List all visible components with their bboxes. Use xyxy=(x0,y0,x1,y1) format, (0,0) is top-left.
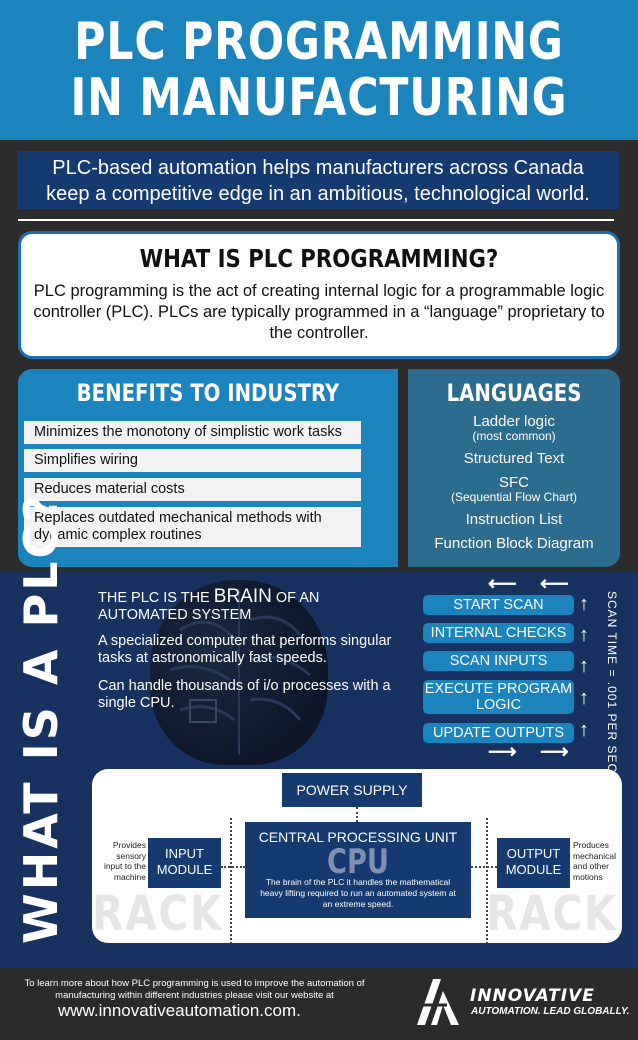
header-banner: PLC PROGRAMMING IN MANUFACTURING xyxy=(0,0,638,140)
divider-line xyxy=(230,818,232,944)
scan-time-label: SCAN TIME = .001 PER SEC xyxy=(601,591,621,773)
cpu-title: CENTRAL PROCESSING UNIT xyxy=(258,829,458,845)
brand-tagline: AUTOMATION. LEAD GLOBALLY. xyxy=(471,1006,630,1017)
arrow-left-icon: ⟵ xyxy=(540,573,569,595)
connector-line xyxy=(221,866,245,868)
brain-heading-post: OF AN AUTOMATED SYSTEM xyxy=(98,590,320,623)
language-item: Ladder logic xyxy=(473,413,555,430)
divider xyxy=(18,219,614,221)
scan-time-text: SCAN TIME = .001 PER SEC xyxy=(605,591,619,774)
footer-text: To learn more about how PLC programming … xyxy=(24,978,365,1001)
innovative-logo-icon xyxy=(413,975,463,1029)
page-title: PLC PROGRAMMING IN MANUFACTURING xyxy=(57,0,580,126)
languages-title: LANGUAGES xyxy=(446,379,582,407)
rack-watermark: RACK xyxy=(486,886,618,942)
benefits-title: BENEFITS TO INDUSTRY xyxy=(76,379,340,407)
footer xyxy=(0,968,638,1040)
input-description: Provides sensory input to the machine xyxy=(103,840,146,882)
language-item: Instruction List xyxy=(465,511,563,528)
arrow-up-icon: ↑ xyxy=(579,687,589,709)
output-description: Produces mechanical and other motions xyxy=(573,840,616,882)
what-is-a-plc-title: WHAT IS A PLC? xyxy=(14,491,68,944)
languages-panel: LANGUAGES Ladder logic (most common) Str… xyxy=(408,369,620,567)
plc-point-2: Can handle thousands of i/o processes wi… xyxy=(98,678,391,711)
plc-point-1: A specialized computer that performs sin… xyxy=(98,633,392,666)
output-module: OUTPUT MODULE xyxy=(497,838,570,888)
brand-name: INNOVATIVE xyxy=(470,986,595,1006)
connector-line xyxy=(471,866,497,868)
scan-step: SCAN INPUTS xyxy=(423,651,574,671)
what-is-title: WHAT IS PLC PROGRAMMING? xyxy=(139,244,499,273)
scan-step: UPDATE OUTPUTS xyxy=(423,723,574,743)
intro-banner: PLC-based automation helps manufacturers… xyxy=(17,151,619,209)
what-is-box: WHAT IS PLC PROGRAMMING? PLC programming… xyxy=(18,231,620,359)
cpu-box: CENTRAL PROCESSING UNIT CPU The brain of… xyxy=(245,822,471,918)
arrow-up-icon: ↑ xyxy=(579,624,589,646)
cpu-description: The brain of the PLC it handles the math… xyxy=(260,877,456,909)
language-item: Structured Text xyxy=(463,450,565,467)
title-line-2: IN MANUFACTURING xyxy=(70,68,568,128)
scan-step: EXECUTE PROGRAM LOGIC xyxy=(423,680,574,714)
intro-line-2: keep a competitive edge in an ambitious,… xyxy=(46,183,590,205)
website-link[interactable]: www.innovativeautomation.com. xyxy=(58,1001,301,1020)
benefit-item: Reduces material costs xyxy=(24,478,361,501)
arrow-up-icon: ↑ xyxy=(579,655,589,677)
connector-line xyxy=(356,807,358,822)
rack-watermark: RACK xyxy=(92,886,224,942)
brain-heading-pre: THE PLC IS THE xyxy=(98,590,214,606)
power-supply-box: POWER SUPPLY xyxy=(282,773,422,807)
scan-step: INTERNAL CHECKS xyxy=(423,623,574,643)
benefit-item: Minimizes the monotony of simplistic wor… xyxy=(24,421,361,444)
arrow-right-icon: ⟶ xyxy=(540,741,569,763)
intro-line-1: PLC-based automation helps manufacturers… xyxy=(52,157,584,179)
divider-line xyxy=(486,818,488,944)
brain-word: BRAIN xyxy=(213,586,272,607)
cpu-abbr: CPU xyxy=(327,842,389,882)
arrow-right-icon: ⟶ xyxy=(488,741,517,763)
what-is-text: PLC programming is the act of creating i… xyxy=(33,282,605,342)
language-note: (Sequential Flow Chart) xyxy=(450,490,578,504)
arrow-left-icon: ⟵ xyxy=(488,573,517,595)
benefit-item: Replaces outdated mechanical methods wit… xyxy=(24,507,361,547)
brain-heading: THE PLC IS THE BRAIN OF AN AUTOMATED SYS… xyxy=(98,586,338,624)
scan-step: START SCAN xyxy=(423,595,574,615)
language-item: SFC xyxy=(499,474,529,491)
arrow-up-icon: ↑ xyxy=(579,719,589,741)
benefit-item: Simplifies wiring xyxy=(24,449,361,472)
input-module: INPUT MODULE xyxy=(148,838,221,888)
language-note: (most common) xyxy=(472,429,556,443)
language-item: Function Block Diagram xyxy=(434,535,594,552)
arrow-up-icon: ↑ xyxy=(579,593,589,615)
title-line-1: PLC PROGRAMMING xyxy=(74,12,564,72)
brain-icon xyxy=(150,580,328,765)
